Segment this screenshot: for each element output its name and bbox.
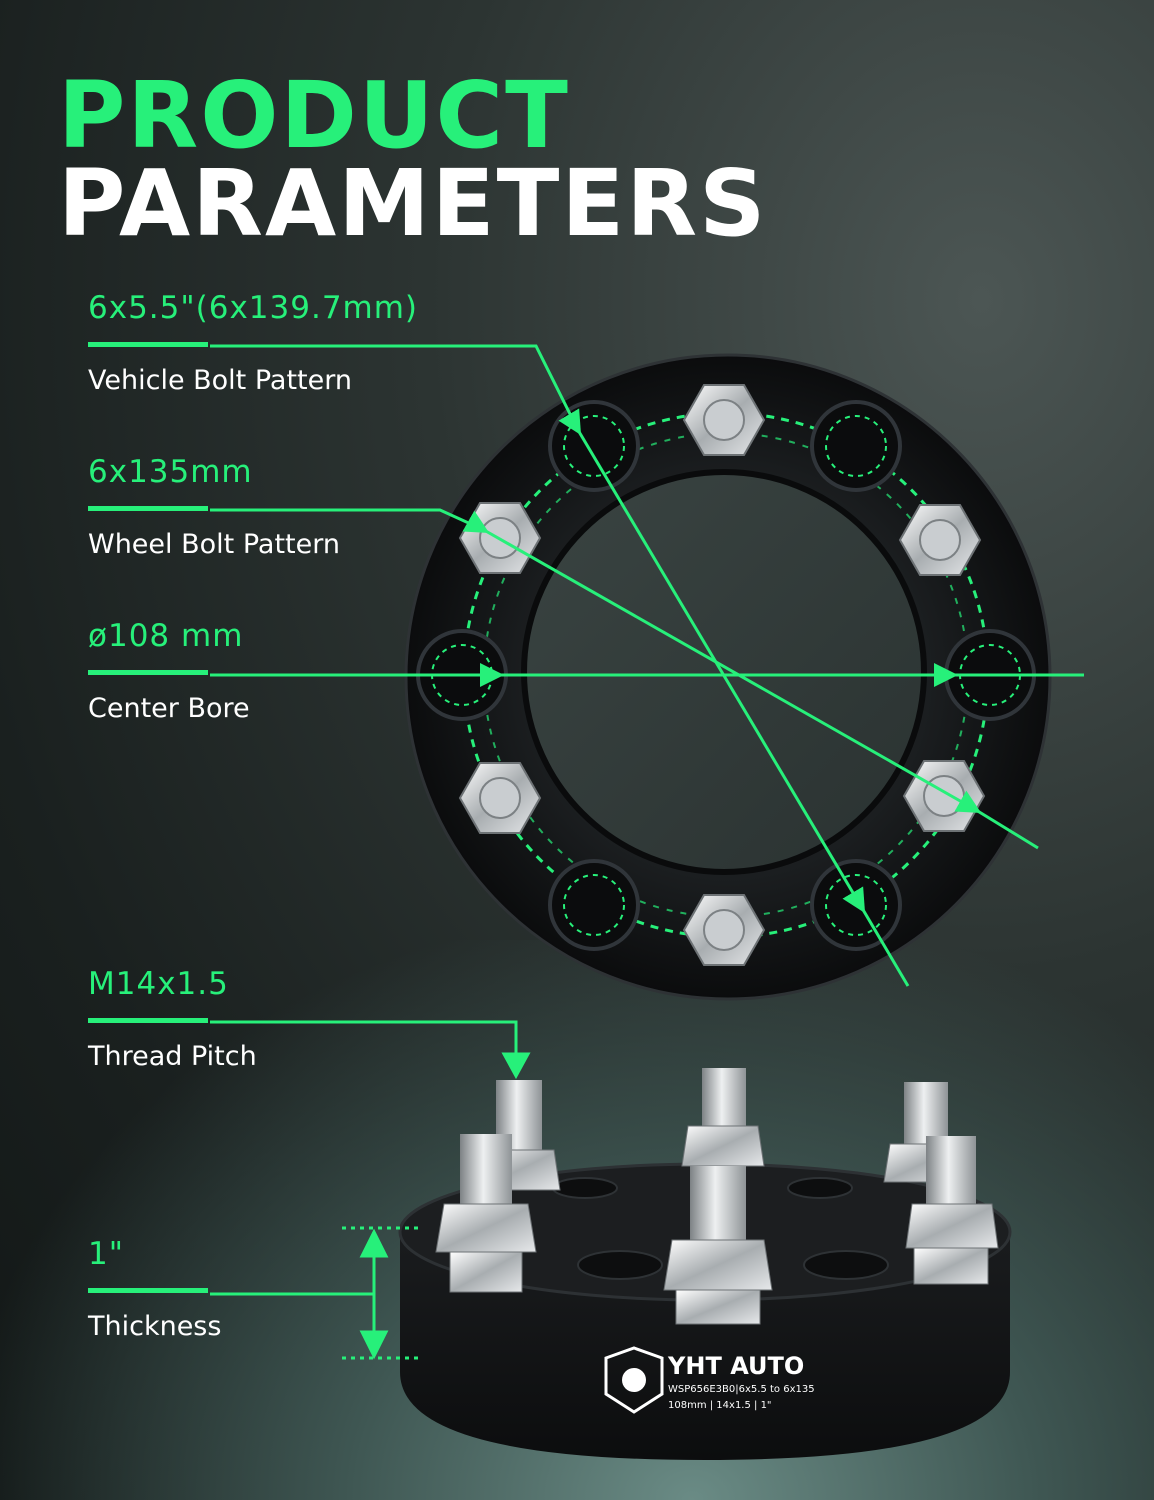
spacer-top-view xyxy=(210,344,1084,1001)
param-label: Wheel Bolt Pattern xyxy=(88,529,340,560)
param-underline xyxy=(88,342,208,347)
param-underline xyxy=(88,1018,208,1023)
measurement-lines xyxy=(210,344,1084,987)
param-underline xyxy=(88,1288,208,1293)
param-underline xyxy=(88,506,208,511)
param-value: 6x5.5"(6x139.7mm) xyxy=(88,290,419,326)
brand-name: YHT AUTO xyxy=(668,1352,805,1380)
thickness-arrow xyxy=(210,1226,418,1360)
param-value: 1" xyxy=(88,1236,124,1272)
param-label: Thread Pitch xyxy=(88,1041,257,1072)
brand-logo xyxy=(604,1346,664,1414)
thread-pitch-arrow xyxy=(210,1020,531,1080)
brand-spec-line-2: 108mm | 14x1.5 | 1" xyxy=(668,1400,772,1411)
brand-spec-line-1: WSP656E3B0|6x5.5 to 6x135 xyxy=(668,1384,815,1395)
param-vehicle-bolt-pattern: 6x5.5"(6x139.7mm) Vehicle Bolt Pattern xyxy=(88,290,418,396)
title-line-product: PRODUCT xyxy=(58,62,570,169)
param-label: Vehicle Bolt Pattern xyxy=(88,365,352,396)
param-label: Center Bore xyxy=(88,693,250,724)
param-label: Thickness xyxy=(88,1311,222,1342)
param-value: M14x1.5 xyxy=(88,966,229,1002)
param-value: ø108 mm xyxy=(88,618,244,654)
param-thickness: 1" Thickness xyxy=(88,1236,221,1342)
param-wheel-bolt-pattern: 6x135mm Wheel Bolt Pattern xyxy=(88,454,340,560)
param-underline xyxy=(88,670,208,675)
studs xyxy=(435,1068,999,1325)
param-center-bore: ø108 mm Center Bore xyxy=(88,618,250,724)
spacer-side-view xyxy=(398,1068,1012,1460)
param-thread-pitch: M14x1.5 Thread Pitch xyxy=(88,966,257,1072)
title-line-parameters: PARAMETERS xyxy=(58,150,768,257)
param-value: 6x135mm xyxy=(88,454,253,490)
